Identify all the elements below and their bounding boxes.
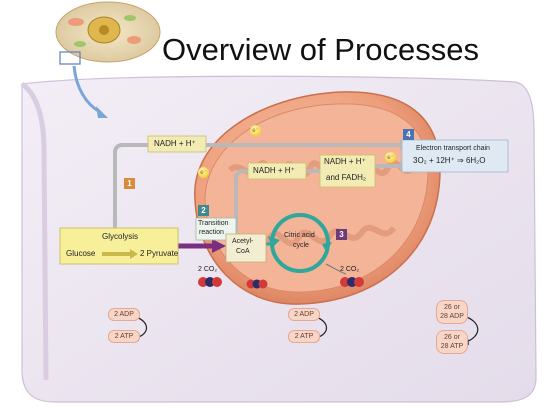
transition-label-1: Transition: [198, 220, 229, 227]
nadh-label-mid: NADH + H⁺: [253, 166, 295, 175]
cytoplasm-fold: [20, 81, 49, 381]
adp-pill-right-line1: 26 or: [444, 304, 460, 311]
nadh-label-right: NADH + H⁺: [324, 157, 366, 166]
stage-badge-3: 3: [336, 229, 347, 240]
flow-line-glycolysis-to-etc: [113, 143, 148, 228]
electron-icon: e⁻: [198, 167, 209, 178]
pyruvate-label: 2 Pyruvate: [140, 249, 179, 258]
nadh-box-right: [319, 154, 376, 188]
acetyl-coa-box: [225, 233, 267, 263]
glucose-label: Glucose: [66, 249, 96, 258]
stage-badge-1: 1: [124, 178, 135, 189]
nadh-box-mid: [247, 162, 307, 180]
etc-equation: 3O₂ + 12H⁺ ⇒ 6H₂O: [413, 156, 486, 165]
glycolysis-box: [59, 227, 179, 265]
citric-label-2: cycle: [293, 242, 309, 249]
atp-pill-right: 26 or 28 ATP: [436, 330, 468, 354]
acetyl-label-2: CoA: [236, 248, 250, 255]
co2-molecule-left: [198, 277, 222, 287]
etc-box: [401, 139, 509, 173]
transition-label-2: reaction: [199, 229, 224, 236]
adp-pill-right-line2: 28 ADP: [440, 313, 464, 320]
zoom-arrow: [72, 65, 101, 114]
cell-thumbnail: [55, 1, 161, 65]
page-title: Overview of Processes: [162, 32, 479, 67]
glycolysis-arrow-head: [130, 249, 138, 259]
nadh-box-top: [147, 135, 207, 153]
co2-molecule-right: [340, 277, 364, 287]
transition-arrow-head: [212, 239, 226, 253]
adp-pill-mid: 2 ADP: [288, 308, 320, 321]
electron-icon: e⁻: [250, 125, 261, 136]
cycle-arrow-head-2: [322, 242, 332, 252]
adp-pill-left: 2 ADP: [108, 308, 140, 321]
glycolysis-title: Glycolysis: [102, 232, 139, 241]
atp-pill-mid: 2 ATP: [288, 330, 320, 343]
co2-label-right: 2 CO₂: [340, 266, 360, 273]
co2-arrow-right: [325, 263, 347, 275]
nadh-label-top: NADH + H⁺: [154, 139, 196, 148]
flow-line-mid: [234, 169, 320, 232]
adp-pill-right: 26 or 28 ADP: [436, 300, 468, 324]
atp-pill-right-line2: 28 ATP: [440, 343, 464, 350]
co2-label-left: 2 CO₂: [198, 266, 218, 273]
electron-icon: e⁻: [385, 152, 396, 163]
citric-label-1: Citric acid: [284, 232, 315, 239]
atp-pill-left: 2 ATP: [108, 330, 140, 343]
zoom-arrow-head: [96, 106, 108, 118]
co2-molecule-mid: [246, 279, 268, 289]
atp-pill-right-line1: 26 or: [444, 334, 460, 341]
stage-badge-4: 4: [403, 129, 414, 140]
atp-arrow-right: [463, 315, 479, 343]
acetyl-label-1: Acetyl-: [232, 238, 254, 245]
fadh-label: and FADH₂: [326, 173, 367, 182]
etc-title: Electron transport chain: [416, 145, 490, 152]
stage-badge-2: 2: [198, 205, 209, 216]
